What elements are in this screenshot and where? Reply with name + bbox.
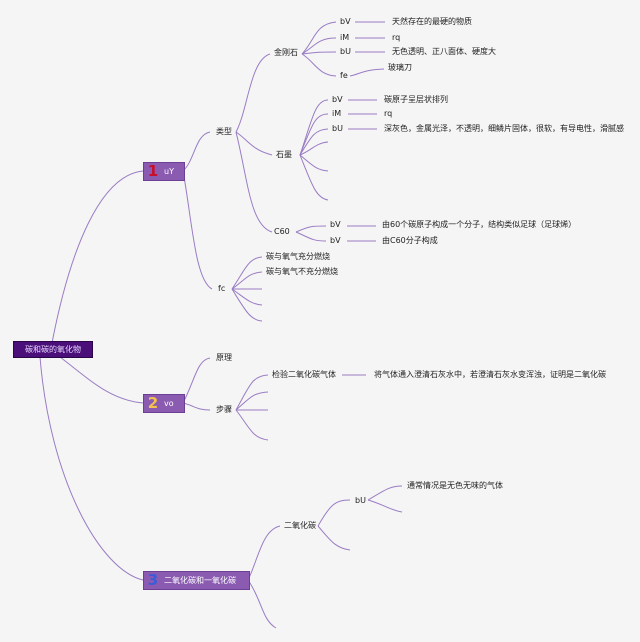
branch-3-number: 3 [147,571,159,589]
node-yuanli[interactable]: 原理 [216,353,232,362]
connector-co2-blank [317,525,351,551]
connector-fc-5 [231,288,263,322]
node-buzhou[interactable]: 步骤 [216,405,232,414]
connector-sm-im [299,113,329,156]
node-sm-bu-text[interactable]: 深灰色，金属光泽，不透明，细鳞片固体，很软，有导电性，滑腻感 [384,124,624,133]
node-c60-bv2[interactable]: bV [330,236,341,245]
connector-fc-2 [231,271,263,290]
connector-fc-4 [231,288,263,306]
connector-b1-fc [182,170,213,290]
node-jg-fe-text[interactable]: 玻璃刀 [388,63,412,72]
connector-sm-blank2 [299,154,329,172]
connector-sm-blank1 [299,141,329,156]
branch-1-number: 1 [147,162,159,180]
node-sm-bv-text[interactable]: 碳原子呈层状排列 [384,95,448,104]
root-topic[interactable]: 碳和碳的氧化物 [13,341,93,358]
connector-leixing-jgs [235,53,271,133]
node-jianyan-text[interactable]: 将气体通入澄清石灰水中，若澄清石灰水变浑浊，证明是二氧化碳 [374,370,606,379]
node-c60-bv1[interactable]: bV [330,220,341,229]
node-fc-1[interactable]: 碳与氧气充分燃烧 [266,252,330,261]
node-fc-2[interactable]: 碳与氧气不充分燃烧 [266,267,338,276]
connector-leixing-c60 [235,131,273,233]
node-jianyan[interactable]: 检验二氧化碳气体 [272,370,336,379]
connector-jgs-bv [301,21,337,55]
connector-root-b3 [39,356,144,581]
node-sm-bv[interactable]: bV [332,95,343,104]
node-co2-bu[interactable]: bU [355,496,366,505]
node-jg-bu[interactable]: bU [340,47,351,56]
connector-b2-yuanli [182,357,211,404]
connector-c60-bv1 [295,225,327,233]
node-c60[interactable]: C60 [274,227,290,236]
node-sm-im-text[interactable]: rq [384,109,393,118]
branch-2-label: vo [164,399,174,408]
connector-root-b1 [51,170,144,344]
branch-3[interactable]: 3 二氧化碳和一氧化碳 [143,571,250,590]
node-sm-im[interactable]: iM [332,109,342,118]
node-sm-bu[interactable]: bU [332,124,343,133]
connector-b3-co2-up [247,525,281,581]
branch-1[interactable]: 1 uY [143,162,185,181]
node-c60-bv1-text[interactable]: 由60个碳原子构成一个分子，结构类似足球（足球烯） [382,220,577,229]
branch-1-label: uY [164,167,174,176]
connector-jgs-im [301,37,337,55]
node-jg-fe[interactable]: fe [340,71,348,80]
connector-jgs-fe [301,53,337,77]
connector-sm-bv [299,99,329,156]
node-jg-bv-text[interactable]: 天然存在的最硬的物质 [392,17,472,26]
node-fc[interactable]: fc [218,284,226,293]
connector-bz-jianyan [235,374,269,411]
connector-bz-blank1 [235,391,269,411]
connector-root-b2 [59,356,144,404]
node-jingangshi[interactable]: 金刚石 [274,48,298,57]
branch-3-label: 二氧化碳和一氧化碳 [164,576,236,585]
connector-bu-t [367,485,403,501]
node-c60-bv2-text[interactable]: 由C60分子构成 [382,236,438,245]
branch-2-number: 2 [147,394,159,412]
connector-sm-bu [299,128,329,156]
node-co2-bu-text[interactable]: 通常情况是无色无味的气体 [407,481,503,490]
connector-leixing-sm [235,131,273,156]
node-jg-im-text[interactable]: rq [392,33,401,42]
node-jg-bv[interactable]: bV [340,17,351,26]
connector-b1-leixing [182,131,211,172]
connector-b3-blank [247,579,277,629]
connector-co2-bu [317,499,351,527]
branch-2[interactable]: 2 vo [143,394,185,413]
connector-fc-1 [231,256,263,290]
node-shimo[interactable]: 石墨 [276,150,292,159]
connector-bu-blank [367,499,403,513]
connector-jgs-bu [301,51,337,55]
node-leixing[interactable]: 类型 [216,127,232,136]
connector-bz-blank3 [235,409,269,441]
connector-c60-bv2 [295,231,327,242]
connector-sm-blank3 [299,154,329,201]
node-co2[interactable]: 二氧化碳 [284,521,316,530]
node-jg-im[interactable]: iM [340,33,350,42]
connector-fe-glass [349,68,385,77]
node-jg-bu-text[interactable]: 无色透明、正八面体、硬度大 [392,47,496,56]
connector-b2-buzhou [182,402,211,411]
